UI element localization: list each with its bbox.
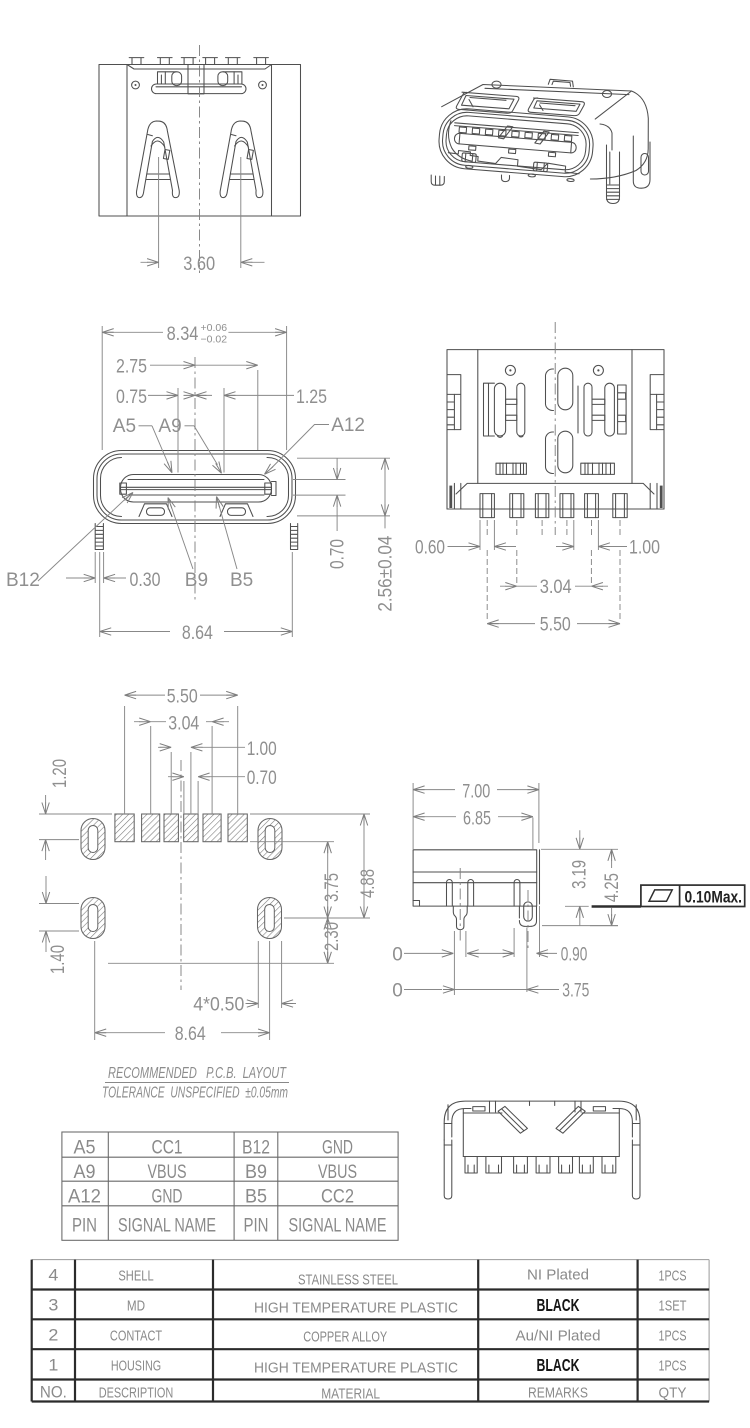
svg-text:A5: A5 [74,1138,96,1159]
svg-text:2.30: 2.30 [322,922,343,951]
svg-text:SIGNAL NAME: SIGNAL NAME [289,1216,387,1237]
svg-text:4: 4 [48,1266,58,1285]
svg-text:0.70: 0.70 [247,768,277,789]
svg-text:B9: B9 [185,570,208,591]
svg-text:NI Plated: NI Plated [527,1267,589,1284]
svg-text:A9: A9 [74,1162,96,1183]
svg-text:PIN: PIN [72,1216,97,1237]
svg-text:CONTACT: CONTACT [110,1327,162,1344]
svg-text:0.30: 0.30 [130,570,161,591]
svg-text:1.25: 1.25 [296,387,327,408]
svg-text:MD: MD [127,1297,145,1314]
svg-text:BLACK: BLACK [537,1295,580,1315]
svg-text:VBUS: VBUS [318,1162,357,1183]
svg-text:RECOMMENDED P.C.B. LAYOUT: RECOMMENDED P.C.B. LAYOUT [108,1065,287,1082]
svg-text:−0.02: −0.02 [201,334,228,346]
svg-text:3.75: 3.75 [322,873,343,902]
svg-text:3.04: 3.04 [168,713,199,734]
svg-text:7.00: 7.00 [462,782,490,803]
svg-text:3.04: 3.04 [540,577,572,598]
svg-text:DESCRIPTION: DESCRIPTION [99,1385,174,1402]
svg-text:A5: A5 [113,416,136,437]
svg-text:Au/NI Plated: Au/NI Plated [516,1328,601,1345]
svg-text:HOUSING: HOUSING [111,1357,161,1374]
svg-text:A12: A12 [68,1186,101,1207]
svg-text:1.20: 1.20 [50,759,71,788]
svg-text:3.60: 3.60 [183,254,215,275]
svg-text:3: 3 [48,1295,58,1314]
svg-text:3.19: 3.19 [570,860,591,889]
svg-text:5.50: 5.50 [167,687,198,708]
svg-text:0: 0 [392,981,403,1002]
svg-text:A9: A9 [158,416,181,437]
svg-text:4*0.50: 4*0.50 [193,995,244,1016]
svg-text:CC2: CC2 [321,1186,354,1207]
svg-text:B12: B12 [6,570,40,591]
svg-text:2.75: 2.75 [116,357,147,378]
svg-text:SIGNAL NAME: SIGNAL NAME [118,1216,216,1237]
svg-text:5.50: 5.50 [540,615,571,636]
svg-text:2: 2 [48,1325,58,1344]
svg-text:1.40: 1.40 [48,945,69,974]
svg-text:6.85: 6.85 [463,809,491,830]
svg-text:1: 1 [48,1355,58,1374]
svg-text:REMARKS: REMARKS [528,1385,588,1402]
svg-text:0.70: 0.70 [328,539,349,569]
svg-text:3.75: 3.75 [562,981,589,1002]
svg-text:4.25: 4.25 [602,873,623,902]
svg-text:1.00: 1.00 [629,538,660,559]
svg-text:B5: B5 [230,570,253,591]
svg-text:4.88: 4.88 [358,869,379,898]
svg-text:0.90: 0.90 [561,945,588,966]
svg-text:A12: A12 [331,415,365,436]
svg-text:GND: GND [152,1186,183,1207]
svg-text:BLACK: BLACK [537,1355,580,1375]
svg-text:8.64: 8.64 [175,1024,206,1045]
svg-text:1PCS: 1PCS [659,1327,687,1344]
svg-text:HIGH TEMPERATURE PLASTIC: HIGH TEMPERATURE PLASTIC [254,1301,458,1317]
svg-text:0.60: 0.60 [415,538,445,559]
svg-text:B5: B5 [245,1186,267,1207]
svg-text:0.10Max.: 0.10Max. [685,887,743,906]
svg-text:MATERIAL: MATERIAL [321,1387,380,1403]
svg-text:NO.: NO. [40,1383,67,1402]
svg-text:PIN: PIN [244,1216,269,1237]
svg-text:1PCS: 1PCS [659,1268,687,1285]
svg-text:TOLERANCE UNSPECIFIED ±0.05m: TOLERANCE UNSPECIFIED ±0.05mm [102,1085,288,1102]
svg-text:COPPER ALLOY: COPPER ALLOY [303,1330,387,1346]
svg-text:1SET: 1SET [659,1297,687,1314]
svg-text:8.34: 8.34 [167,324,199,345]
svg-text:1.00: 1.00 [247,739,277,760]
svg-text:1PCS: 1PCS [659,1357,687,1374]
svg-text:B9: B9 [245,1162,267,1183]
svg-text:STAINLESS STEEL: STAINLESS STEEL [298,1273,398,1289]
svg-text:CC1: CC1 [152,1138,183,1159]
svg-text:0.75: 0.75 [116,387,147,408]
svg-text:VBUS: VBUS [148,1162,187,1183]
svg-text:B12: B12 [242,1138,270,1159]
svg-text:GND: GND [322,1138,353,1159]
svg-text:2.56±0.04: 2.56±0.04 [376,535,397,611]
svg-text:0: 0 [392,945,403,966]
svg-text:HIGH TEMPERATURE PLASTIC: HIGH TEMPERATURE PLASTIC [254,1361,458,1377]
svg-text:+0.06: +0.06 [201,322,228,334]
svg-text:SHELL: SHELL [118,1268,153,1285]
svg-text:QTY: QTY [659,1385,687,1402]
svg-text:8.64: 8.64 [182,623,213,644]
